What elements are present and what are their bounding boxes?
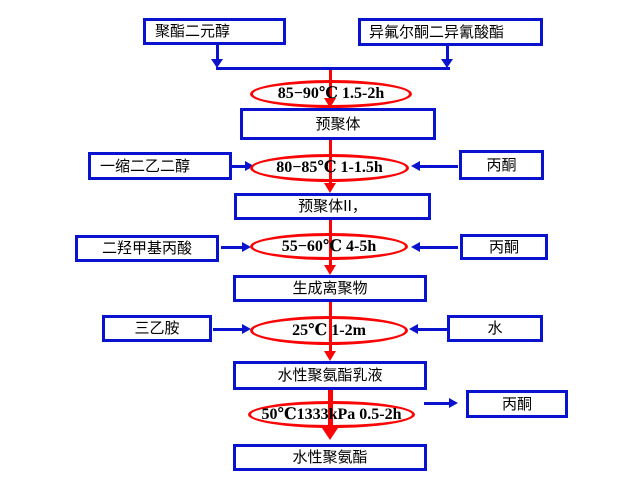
arrowhead-down-icon (211, 59, 223, 68)
arrow-line-step5-to-acetone (424, 402, 450, 405)
box-label: 二羟甲基丙酸 (101, 239, 192, 257)
arrowhead-right-icon (449, 398, 458, 408)
condition-label: 55−60℃ 4-5h (281, 237, 377, 255)
connector-line-polyester-down (216, 44, 219, 60)
box-label: 一缩二乙二醇 (100, 156, 191, 175)
box-pu-emulsion: 水性聚氨酯乳液 (233, 361, 427, 390)
box-dimethylolpropionic-acid: 二羟甲基丙酸 (75, 235, 219, 262)
box-label: 预聚体II， (298, 197, 367, 215)
arrow-line-tea-to-step4 (213, 328, 243, 331)
box-acetone-3: 丙酮 (466, 390, 568, 418)
box-label: 丙酮 (488, 237, 519, 256)
box-water: 水 (447, 315, 543, 342)
box-label: 生成离聚物 (292, 279, 368, 297)
arrowhead-left-icon (409, 324, 418, 334)
arrowhead-down-icon (324, 351, 336, 361)
box-waterborne-polyurethane: 水性聚氨酯 (233, 444, 427, 471)
box-label: 丙酮 (501, 394, 532, 413)
arrow-line-dmpa-to-step3 (221, 246, 243, 249)
arrow-line-acetone2-to-step3 (420, 246, 458, 249)
arrowhead-left-icon (411, 161, 420, 171)
condition-label: 85−90℃ 1.5-2h (277, 85, 385, 102)
box-label: 聚酯二元醇 (155, 22, 231, 40)
box-ionomer: 生成离聚物 (233, 275, 427, 302)
box-label: 丙酮 (486, 155, 517, 174)
box-triethylamine: 三乙胺 (102, 315, 212, 342)
condition-ellipse-step2: 80−85℃ 1-1.5h (250, 154, 409, 182)
condition-ellipse-step5: 50℃1333kPa 0.5-2h (248, 401, 415, 428)
box-label: 预聚体 (315, 114, 361, 133)
arrow-line-water-to-step4 (418, 328, 447, 331)
condition-label: 50℃1333kPa 0.5-2h (261, 405, 402, 423)
connector-line-merge-horizontal (216, 67, 450, 70)
box-label: 水性聚氨酯乳液 (277, 366, 383, 384)
box-label: 水 (487, 319, 503, 337)
box-label: 异氟尔酮二异氰酸酯 (369, 22, 505, 41)
box-polyester-diol: 聚酯二元醇 (143, 18, 286, 45)
arrowhead-left-icon (411, 242, 420, 252)
box-prepolymer: 预聚体 (240, 108, 436, 140)
box-prepolymer-ii: 预聚体II， (234, 193, 431, 220)
condition-ellipse-step3: 55−60℃ 4-5h (250, 233, 408, 260)
condition-ellipse-step1: 85−90℃ 1.5-2h (250, 80, 412, 108)
arrowhead-right-icon (242, 242, 251, 252)
box-diethylene-glycol: 一缩二乙二醇 (88, 152, 232, 180)
condition-label: 80−85℃ 1-1.5h (276, 159, 383, 176)
arrow-line-deg-to-step2 (232, 165, 246, 168)
arrowhead-down-icon (322, 428, 338, 440)
box-label: 水性聚氨酯 (292, 448, 368, 466)
arrowhead-down-icon (324, 265, 336, 275)
arrowhead-right-icon (245, 161, 254, 171)
arrow-line-acetone1-to-step2 (419, 165, 458, 168)
arrowhead-right-icon (242, 324, 251, 334)
box-acetone-1: 丙酮 (459, 150, 544, 180)
arrowhead-down-icon (324, 183, 336, 193)
connector-line-ipdi-down (446, 44, 449, 60)
arrowhead-down-icon (441, 59, 453, 68)
box-isophorone-diisocyanate: 异氟尔酮二异氰酸酯 (358, 18, 543, 46)
box-label: 三乙胺 (134, 319, 180, 337)
condition-label: 25℃ 1-2m (292, 321, 366, 339)
box-acetone-2: 丙酮 (460, 234, 548, 260)
condition-ellipse-step4: 25℃ 1-2m (250, 316, 408, 345)
